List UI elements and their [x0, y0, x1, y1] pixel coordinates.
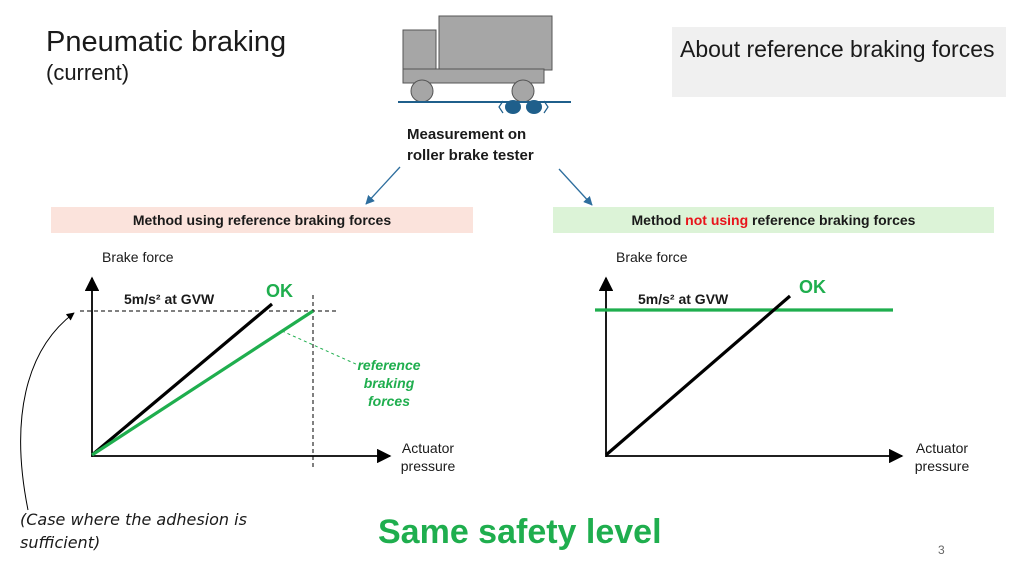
case-curved-arrow: [20, 312, 75, 511]
method-right-suffix: reference braking forces: [748, 212, 916, 228]
left-xlabel-line2: pressure: [400, 458, 456, 474]
arrow-to-left-method: [365, 166, 401, 205]
right-xlabel: Actuator pressure: [906, 439, 978, 475]
method-right-prefix: Method: [631, 212, 686, 228]
right-black-line: [604, 294, 792, 457]
page-title: Pneumatic braking: [46, 26, 287, 58]
left-chart: [80, 276, 392, 470]
right-ylabel: Brake force: [616, 249, 688, 265]
right-xlabel-line2: pressure: [914, 458, 970, 474]
left-green-line: [91, 309, 314, 457]
case-note: (Case where the adhesion is sufficient): [20, 508, 247, 554]
case-line2: sufficient): [20, 533, 101, 552]
left-threshold-label: 5m/s² at GVW: [124, 291, 215, 307]
measurement-line2: roller brake tester: [407, 147, 534, 164]
right-xlabel-line1: Actuator: [915, 440, 969, 456]
truck-icon: [398, 15, 571, 103]
right-chart: [595, 276, 904, 464]
left-ylabel: Brake force: [102, 249, 174, 265]
left-black-line: [90, 302, 274, 457]
reference-leader-line: [281, 330, 359, 366]
left-xlabel-line1: Actuator: [401, 440, 455, 456]
left-xlabel: Actuator pressure: [392, 439, 464, 475]
page-subtitle: (current): [46, 60, 130, 85]
arrow-to-right-method: [558, 168, 593, 206]
method-left-box: Method using reference braking forces: [51, 207, 473, 233]
method-right-box: Method not using reference braking force…: [553, 207, 994, 233]
method-right-highlight: not using: [685, 212, 749, 228]
right-ok-label: OK: [799, 277, 826, 297]
case-line1: (Case where the adhesion is: [20, 510, 247, 529]
reference-annotation: reference braking forces: [352, 356, 426, 410]
roller-icon: [498, 100, 549, 114]
reference-line3: forces: [367, 393, 411, 409]
reference-line2: braking: [363, 375, 415, 391]
conclusion-text: Same safety level: [378, 513, 662, 551]
measurement-line1: Measurement on: [407, 126, 527, 143]
reference-line1: reference: [357, 357, 421, 373]
left-ok-label: OK: [266, 281, 293, 301]
right-threshold-label: 5m/s² at GVW: [638, 291, 729, 307]
page-number: 3: [938, 543, 945, 557]
about-box: About reference braking forces: [672, 27, 1006, 97]
measurement-caption: Measurement on roller brake tester: [407, 124, 534, 166]
